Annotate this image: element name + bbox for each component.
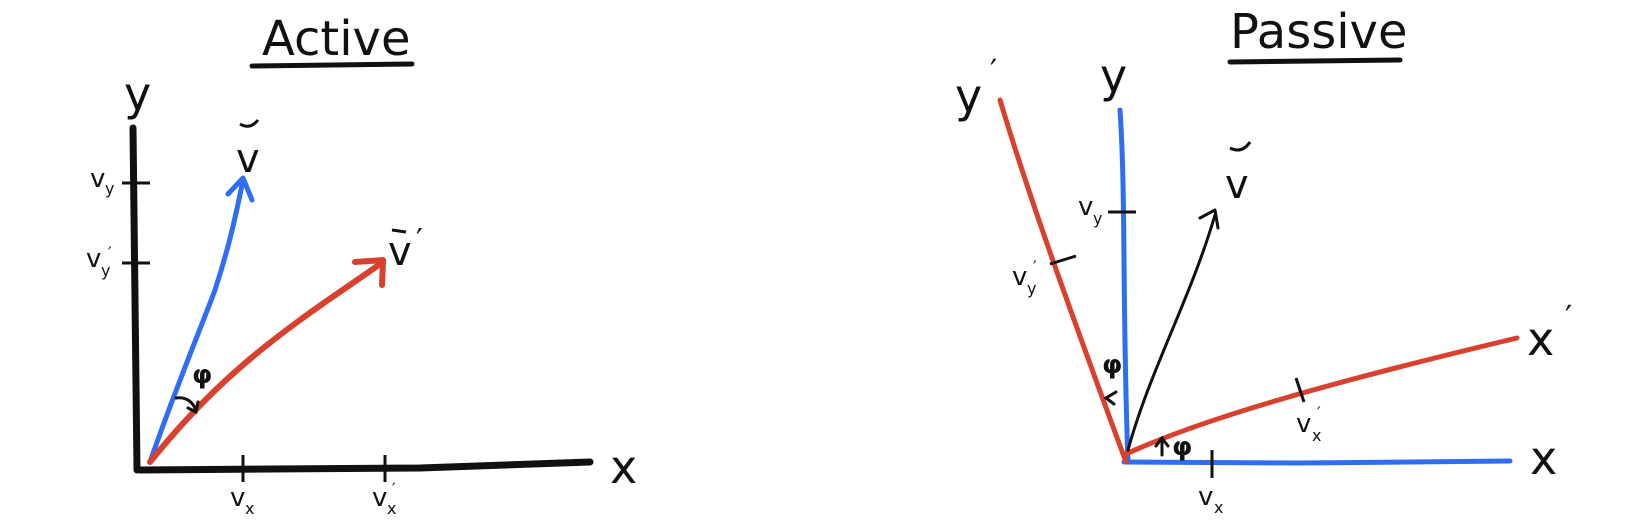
- svg-text:v: v: [1296, 409, 1311, 439]
- passive-xprime-label: x ′: [1527, 298, 1572, 366]
- passive-panel: Passive y y ′ x x ′ v: [955, 4, 1572, 517]
- passive-angle-label-x: φ: [1172, 432, 1192, 462]
- active-x-axis: [136, 458, 594, 474]
- passive-vy-label: v y: [1078, 192, 1102, 228]
- svg-text:y: y: [1093, 209, 1102, 228]
- active-vx-label: v x: [230, 483, 254, 518]
- passive-tick-vyp: [1049, 254, 1077, 266]
- svg-text:v: v: [1198, 482, 1213, 512]
- svg-text:′: ′: [1317, 403, 1321, 422]
- passive-label-v: v: [1225, 141, 1252, 208]
- svg-text:y: y: [105, 179, 114, 198]
- passive-y-label: y: [1100, 49, 1127, 103]
- passive-title-underline: [1227, 57, 1403, 65]
- active-vector-vprime-arrowhead: [352, 257, 386, 288]
- svg-text:v: v: [1078, 192, 1093, 222]
- svg-text:x: x: [1527, 312, 1554, 366]
- passive-x-axis: [1121, 458, 1513, 466]
- active-vy-label: v y: [90, 164, 114, 198]
- svg-text:′: ′: [1565, 298, 1572, 336]
- passive-vyp-label: v y ′: [1012, 257, 1037, 298]
- svg-text:′: ′: [416, 223, 423, 258]
- svg-text:x: x: [245, 499, 254, 518]
- active-label-vprime: v ′: [388, 223, 423, 275]
- svg-text:′: ′: [392, 479, 396, 498]
- active-panel: Active y x v y v y ′ v x v x: [86, 11, 637, 518]
- passive-angle-arrow-y: [1103, 390, 1118, 406]
- active-angle-arc: [174, 396, 198, 412]
- active-title-underline: [249, 61, 415, 69]
- passive-tick-vxp: [1294, 377, 1306, 403]
- svg-text:v: v: [1225, 162, 1249, 208]
- svg-text:y: y: [955, 69, 982, 123]
- active-vector-v: [147, 177, 246, 465]
- svg-text:y: y: [1027, 279, 1036, 298]
- active-angle-label: φ: [192, 360, 212, 390]
- active-angle-arrow: [186, 400, 200, 415]
- active-y-label: y: [124, 67, 151, 121]
- passive-vector-v-arrowhead: [1198, 208, 1220, 230]
- passive-x-label: x: [1530, 431, 1557, 485]
- svg-text:′: ′: [1033, 257, 1037, 276]
- svg-text:y: y: [101, 261, 110, 280]
- active-label-v: v: [236, 119, 260, 182]
- svg-text:v: v: [236, 136, 260, 182]
- svg-text:x: x: [387, 499, 396, 518]
- passive-y-axis: [1117, 107, 1131, 465]
- svg-text:v: v: [1012, 262, 1027, 292]
- passive-vector-v: [1126, 213, 1217, 452]
- active-vxp-label: v x ′: [372, 479, 396, 518]
- svg-text:v: v: [388, 229, 412, 275]
- passive-angle-label-y: φ: [1102, 350, 1122, 380]
- active-vector-v-arrowhead: [225, 175, 255, 203]
- active-y-axis: [129, 124, 141, 474]
- svg-text:′: ′: [990, 52, 997, 90]
- passive-angle-arrow-x: [1154, 435, 1170, 457]
- passive-vxp-label: v x ′: [1296, 403, 1321, 445]
- active-vector-vprime: [147, 259, 386, 465]
- svg-text:v: v: [230, 483, 245, 513]
- passive-title: Passive: [1230, 4, 1408, 60]
- passive-vx-label: v x: [1198, 482, 1223, 517]
- svg-text:v: v: [372, 483, 387, 513]
- svg-text:′: ′: [108, 243, 112, 262]
- passive-yprime-label: y ′: [955, 52, 997, 123]
- svg-text:x: x: [1214, 498, 1223, 517]
- svg-text:v: v: [86, 244, 101, 274]
- svg-text:v: v: [90, 164, 105, 194]
- svg-text:x: x: [1312, 426, 1321, 445]
- active-vyp-label: v y ′: [86, 243, 112, 280]
- active-x-label: x: [610, 440, 637, 494]
- active-title: Active: [262, 11, 410, 67]
